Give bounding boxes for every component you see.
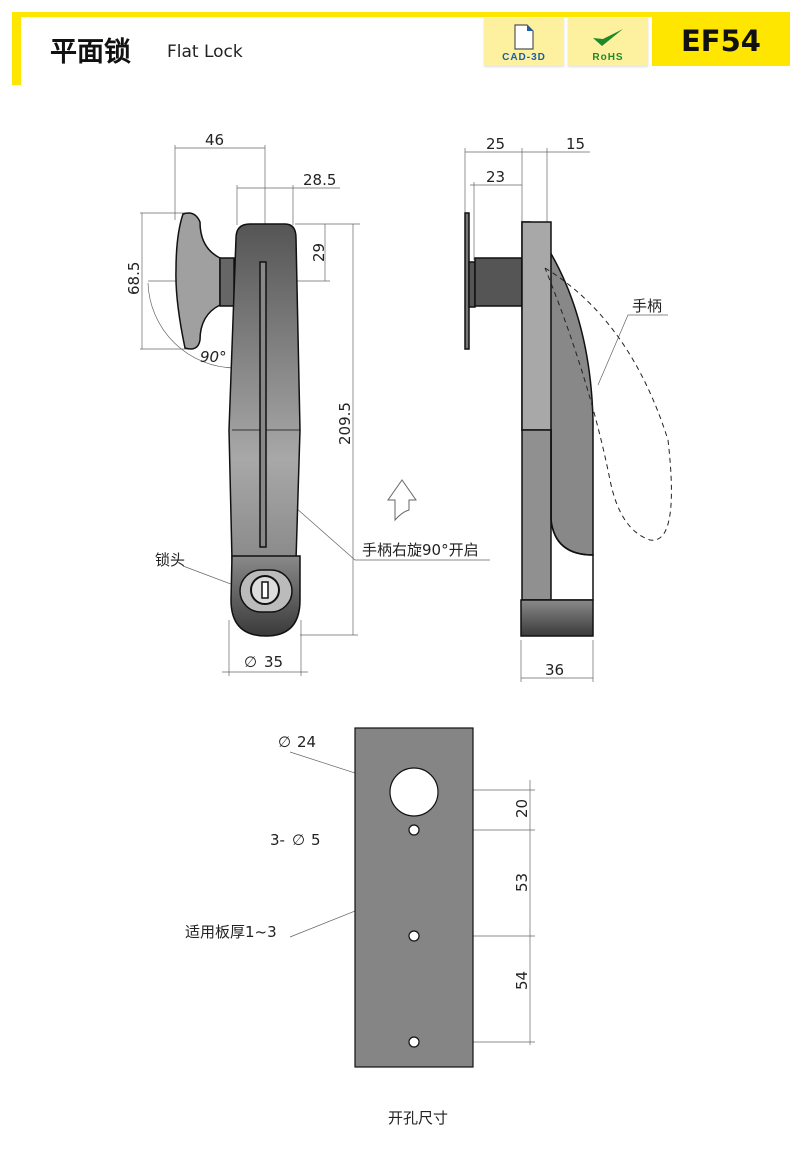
thickness-label: 适用板厚1~3 bbox=[185, 923, 277, 941]
dim-28-5: 28.5 bbox=[303, 171, 336, 189]
header-side-bar bbox=[12, 12, 21, 85]
dim-46: 46 bbox=[205, 131, 224, 149]
cutout-plate bbox=[354, 727, 474, 1068]
cad-3d-label: CAD-3D bbox=[502, 52, 546, 63]
dim-35: 35 bbox=[264, 653, 283, 671]
rotate-arrow-icon bbox=[387, 479, 417, 522]
header-accent-bar bbox=[12, 12, 790, 17]
dim-53: 53 bbox=[513, 873, 531, 892]
handle-label: 手柄 bbox=[632, 297, 662, 315]
side-view bbox=[387, 212, 672, 637]
checkmark-icon bbox=[593, 29, 623, 46]
front-view bbox=[175, 212, 301, 637]
page-title: 平面锁 bbox=[50, 37, 131, 68]
dim-68-5: 68.5 bbox=[125, 262, 143, 295]
dim-hole-24: 24 bbox=[297, 733, 316, 751]
rohs-label: RoHS bbox=[592, 52, 624, 63]
product-code: EF54 bbox=[652, 16, 790, 66]
dim-25: 25 bbox=[486, 135, 505, 153]
rotate-label: 手柄右旋90°开启 bbox=[362, 541, 479, 559]
dim-small-dia: 5 bbox=[311, 831, 321, 849]
document-icon bbox=[514, 24, 534, 50]
diameter-symbol: ∅ bbox=[292, 831, 305, 849]
page-subtitle: Flat Lock bbox=[167, 42, 243, 62]
dim-209-5: 209.5 bbox=[336, 402, 354, 445]
dim-23: 23 bbox=[486, 168, 505, 186]
diameter-symbol: ∅ bbox=[278, 733, 291, 751]
rohs-badge[interactable]: RoHS bbox=[568, 18, 648, 66]
lock-head-label: 锁头 bbox=[155, 551, 185, 569]
dim-3-holes: 3- bbox=[270, 831, 285, 849]
dim-90-deg: 90° bbox=[200, 348, 227, 366]
dim-54: 54 bbox=[513, 971, 531, 990]
dim-20: 20 bbox=[513, 799, 531, 818]
cad-3d-badge[interactable]: CAD-3D bbox=[484, 18, 564, 66]
diameter-symbol: ∅ bbox=[244, 653, 257, 671]
dim-29: 29 bbox=[310, 243, 328, 262]
cutout-caption: 开孔尺寸 bbox=[388, 1109, 448, 1127]
dim-15: 15 bbox=[566, 135, 585, 153]
dim-36: 36 bbox=[545, 661, 564, 679]
